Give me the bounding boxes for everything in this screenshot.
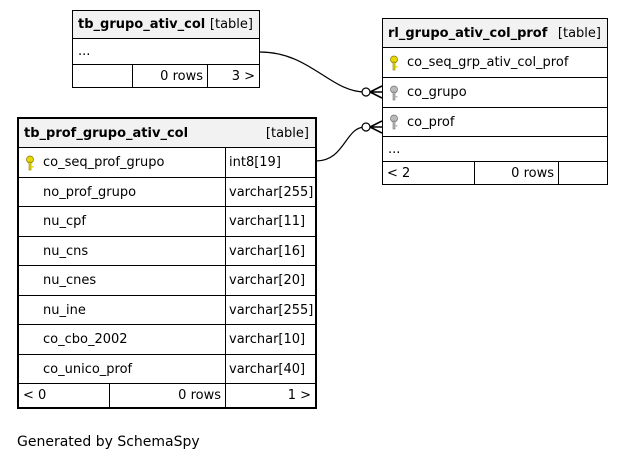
column-name: co_seq_grp_ativ_col_prof — [407, 55, 569, 70]
foreign-key-icon — [390, 85, 398, 100]
column-type: varchar[255] — [229, 302, 314, 318]
column-name: nu_cpf — [43, 214, 86, 229]
column-row[interactable]: no_prof_grupo varchar[255] — [19, 178, 315, 207]
footer-children[interactable]: 1 > — [287, 388, 311, 403]
table-tb-grupo-ativ-col[interactable]: tb_grupo_ativ_col [table] ... 0 rows 3 > — [72, 10, 260, 88]
table-kind: [table] — [557, 25, 601, 41]
column-row[interactable]: co_unico_prof varchar[40] — [19, 355, 315, 384]
column-row[interactable]: co_prof — [383, 108, 607, 137]
column-name: nu_cnes — [43, 273, 97, 288]
ellipsis: ... — [78, 44, 91, 59]
table-rl-grupo-ativ-col-prof[interactable]: rl_grupo_ativ_col_prof [table] co_seq_gr… — [382, 18, 608, 185]
column-cell: nu_cpf — [19, 207, 226, 236]
column-name: co_unico_prof — [43, 361, 133, 377]
column-cell: co_seq_grp_ativ_col_prof — [383, 48, 568, 77]
footer-parents[interactable]: < 2 — [383, 162, 475, 184]
footer-parents[interactable]: < 0 — [19, 384, 110, 407]
column-type: varchar[16] — [229, 243, 306, 259]
relationship-line-grupo — [259, 51, 366, 93]
ellipsis-row: ... — [73, 39, 259, 65]
column-type: varchar[255] — [229, 184, 314, 200]
crowfoot-prof — [369, 120, 383, 134]
table-footer: < 0 0 rows 1 > — [19, 384, 315, 407]
zero-marker-prof — [361, 122, 371, 132]
table-footer: < 2 0 rows — [383, 162, 607, 184]
footer-children[interactable] — [559, 162, 607, 184]
column-row[interactable]: co_seq_prof_grupo int8[19] — [19, 148, 315, 178]
column-row[interactable]: co_seq_grp_ativ_col_prof — [383, 48, 607, 78]
column-cell: no_prof_grupo — [19, 178, 226, 206]
crowfoot-grupo — [369, 85, 383, 99]
column-name: nu_cns — [43, 243, 89, 259]
column-row[interactable]: co_grupo — [383, 78, 607, 108]
primary-key-icon — [26, 155, 34, 170]
footer-rows: 0 rows — [475, 162, 559, 184]
column-row[interactable]: nu_cns varchar[16] — [19, 237, 315, 266]
table-name: tb_prof_grupo_ativ_col — [24, 125, 189, 141]
ellipsis-row: ... — [383, 137, 607, 162]
table-tb-prof-grupo-ativ-col[interactable]: tb_prof_grupo_ativ_col [table] co_seq_pr… — [17, 117, 317, 409]
column-type: varchar[40] — [229, 361, 306, 377]
column-name: no_prof_grupo — [43, 184, 137, 200]
column-cell: co_unico_prof — [19, 355, 226, 383]
generator-caption: Generated by SchemaSpy — [17, 434, 200, 450]
foreign-key-icon — [390, 114, 398, 130]
column-cell: nu_cnes — [19, 266, 226, 295]
footer-rows: 0 rows — [133, 65, 208, 87]
table-name: tb_grupo_ativ_col — [78, 17, 206, 32]
column-cell: co_grupo — [383, 78, 467, 107]
footer-children[interactable]: 3 > — [231, 68, 255, 84]
table-header: tb_grupo_ativ_col [table] — [73, 11, 259, 39]
column-name: co_seq_prof_grupo — [43, 155, 165, 170]
table-header: tb_prof_grupo_ativ_col [table] — [19, 119, 315, 148]
primary-key-icon — [390, 55, 398, 70]
column-name: co_prof — [407, 114, 455, 130]
column-cell: co_cbo_2002 — [19, 325, 226, 354]
column-type: int8[19] — [229, 155, 281, 170]
column-name: nu_ine — [43, 302, 86, 318]
column-cell: nu_ine — [19, 296, 226, 324]
footer-rows: 0 rows — [110, 384, 226, 407]
column-cell: co_seq_prof_grupo — [19, 148, 226, 177]
column-row[interactable]: nu_cnes varchar[20] — [19, 266, 315, 296]
table-name: rl_grupo_ativ_col_prof — [388, 25, 548, 41]
column-row[interactable]: co_cbo_2002 varchar[10] — [19, 325, 315, 355]
ellipsis: ... — [388, 141, 401, 157]
footer-parents[interactable] — [73, 65, 133, 87]
column-type: varchar[20] — [229, 273, 306, 288]
column-cell: co_prof — [383, 108, 454, 136]
column-cell: nu_cns — [19, 237, 226, 265]
zero-marker-grupo — [361, 87, 371, 97]
column-name: co_grupo — [407, 85, 467, 100]
table-footer: 0 rows 3 > — [73, 65, 259, 87]
column-name: co_cbo_2002 — [43, 332, 128, 347]
column-row[interactable]: nu_cpf varchar[11] — [19, 207, 315, 237]
relationship-line-prof — [315, 126, 366, 162]
table-header: rl_grupo_ativ_col_prof [table] — [383, 19, 607, 48]
column-type: varchar[10] — [229, 332, 306, 347]
table-kind: [table] — [209, 17, 253, 32]
column-type: varchar[11] — [229, 214, 306, 229]
table-kind: [table] — [265, 125, 309, 141]
column-row[interactable]: nu_ine varchar[255] — [19, 296, 315, 325]
